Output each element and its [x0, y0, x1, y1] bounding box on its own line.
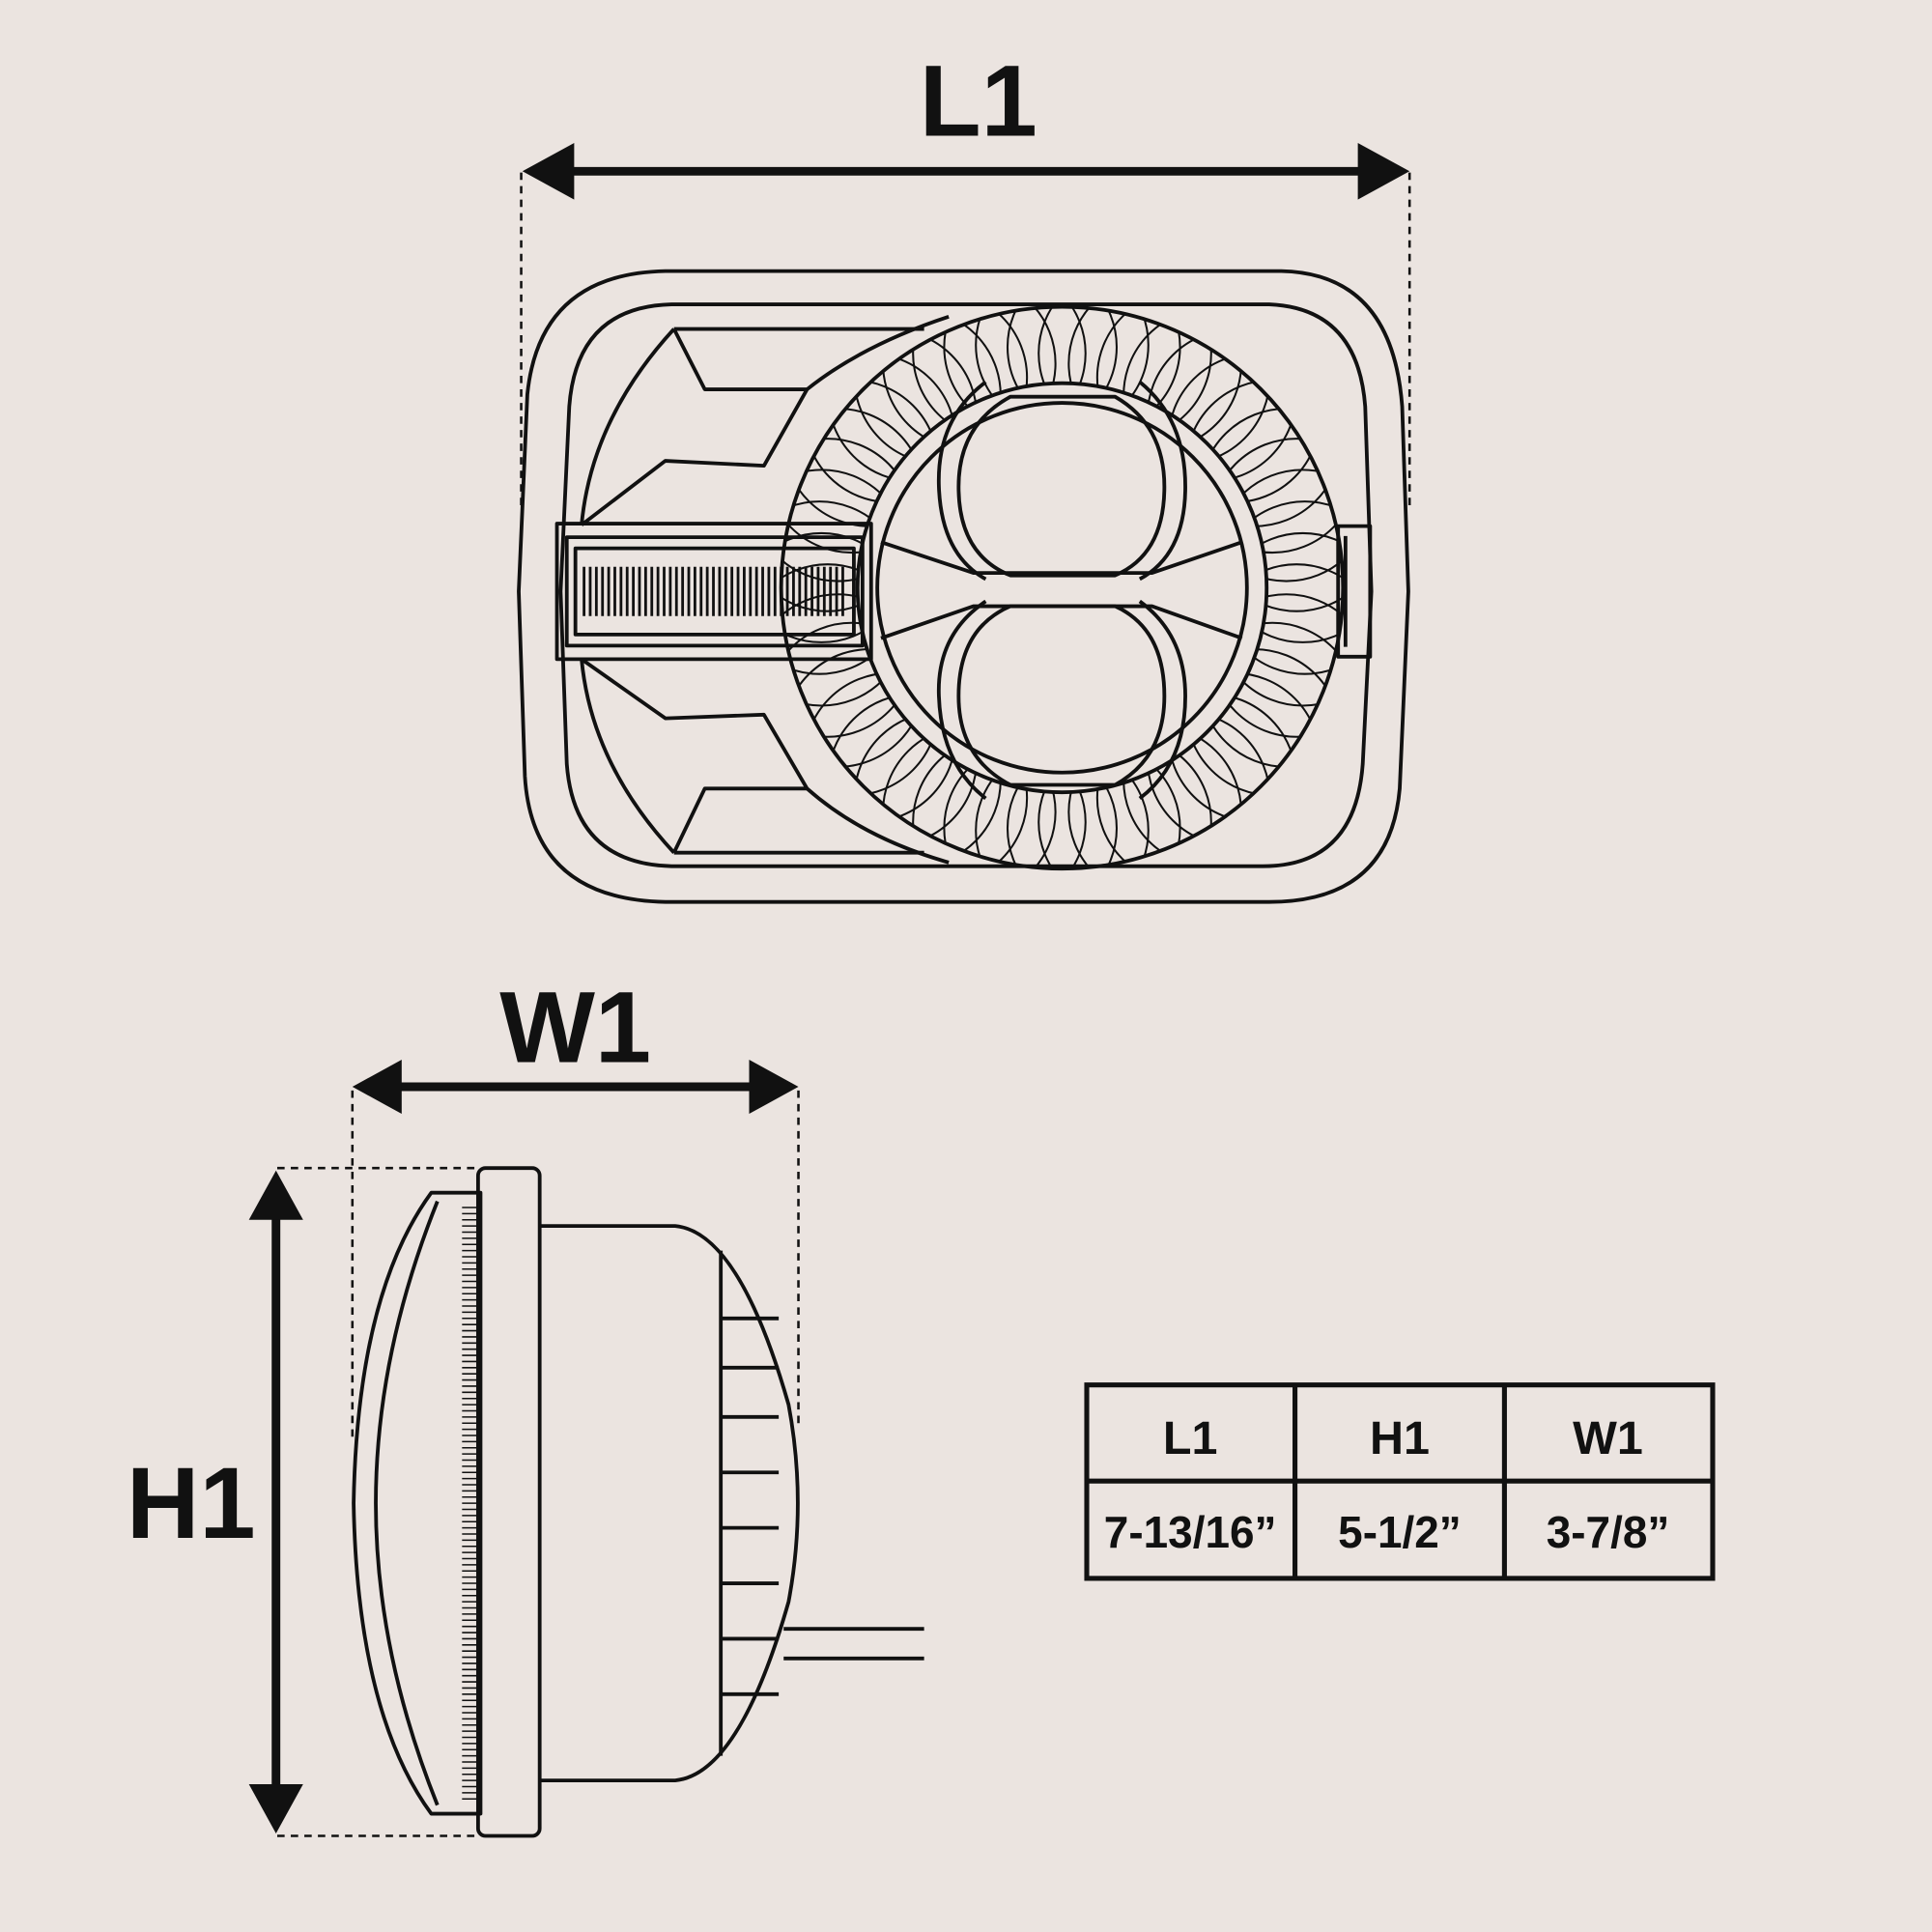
arrow-left-icon [352, 1059, 402, 1115]
height-dimension: H1 [127, 1166, 481, 1837]
arrow-right-icon [1357, 142, 1410, 200]
arrow-down-icon [248, 1783, 303, 1833]
table-value-w1: 3-7/8” [1547, 1507, 1670, 1557]
mesh-line [781, 621, 940, 797]
mesh-line [1184, 379, 1344, 554]
arrow-left-icon [522, 142, 575, 200]
mesh-line [1095, 710, 1271, 869]
mesh-line [975, 306, 1150, 433]
length-dimension: L1 [520, 44, 1411, 505]
headlight-front-view [517, 269, 1410, 904]
height-label: H1 [127, 1447, 256, 1560]
arrow-right-icon [749, 1059, 799, 1115]
mesh-line [781, 379, 940, 554]
width-label: W1 [499, 971, 651, 1084]
turn-signal-grille [582, 566, 844, 616]
mesh-line [1184, 621, 1344, 797]
table-value-h1: 5-1/2” [1338, 1507, 1462, 1557]
arrow-up-icon [248, 1170, 303, 1220]
mesh-line [975, 743, 1150, 869]
table-header-h1: H1 [1370, 1412, 1430, 1464]
table-header-l1: L1 [1163, 1412, 1218, 1464]
mesh-line [853, 306, 1029, 466]
headlight-side-view [352, 1166, 924, 1838]
mesh-line [1095, 306, 1271, 466]
table-value-l1: 7-13/16” [1104, 1507, 1277, 1557]
dimension-table: L1 H1 W1 7-13/16” 5-1/2” 3-7/8” [1084, 1382, 1716, 1581]
width-dimension: W1 [351, 971, 800, 1442]
length-label: L1 [920, 44, 1037, 157]
table-header-w1: W1 [1573, 1412, 1643, 1464]
